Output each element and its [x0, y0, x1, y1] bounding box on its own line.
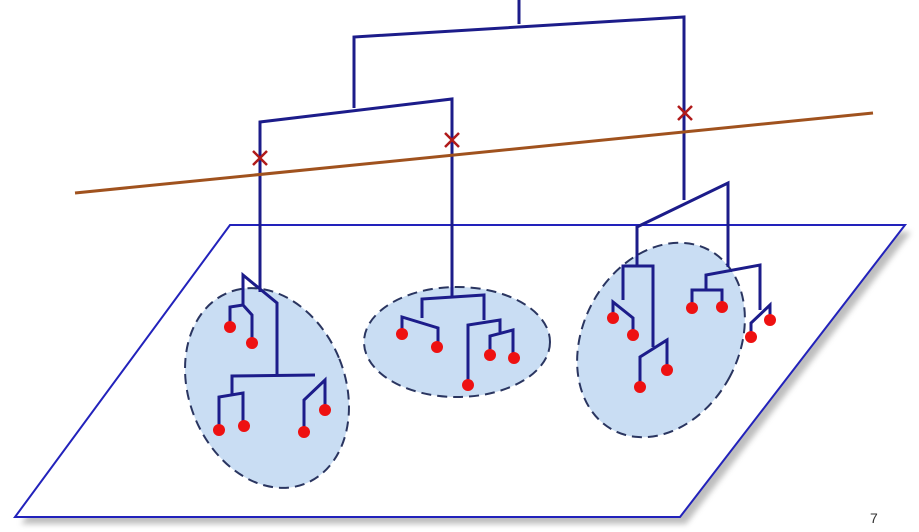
leaf-node [431, 341, 443, 353]
leaf-node [298, 426, 310, 438]
cluster-2-tree [400, 293, 515, 385]
leaf-node [764, 314, 776, 326]
cluster-1-tree [217, 271, 327, 432]
leaf-node [627, 329, 639, 341]
leaf-node [745, 331, 757, 343]
cut-mark-icon [444, 132, 460, 148]
cluster-3-tree [611, 180, 772, 387]
leaf-node [319, 404, 331, 416]
cutoff-line [74, 111, 874, 195]
dendrogram-top [258, 0, 686, 297]
leaf-node [686, 302, 698, 314]
leaf-node [661, 364, 673, 376]
leaf-node [238, 420, 250, 432]
leaf-node [213, 424, 225, 436]
cut-mark-icon [252, 150, 268, 166]
cut-marks [252, 105, 693, 166]
leaf-node [224, 321, 236, 333]
leaf-node [607, 312, 619, 324]
leaf-nodes [213, 301, 776, 438]
leaf-node [396, 328, 408, 340]
leaf-node [484, 349, 496, 361]
leaf-node [716, 301, 728, 313]
cut-mark-icon [677, 105, 693, 121]
leaf-node [634, 381, 646, 393]
page-number: 7 [870, 510, 878, 526]
leaf-node [246, 337, 258, 349]
cluster-2 [363, 286, 551, 398]
leaf-node [462, 379, 474, 391]
leaf-node [508, 352, 520, 364]
cluster-1 [184, 287, 350, 489]
